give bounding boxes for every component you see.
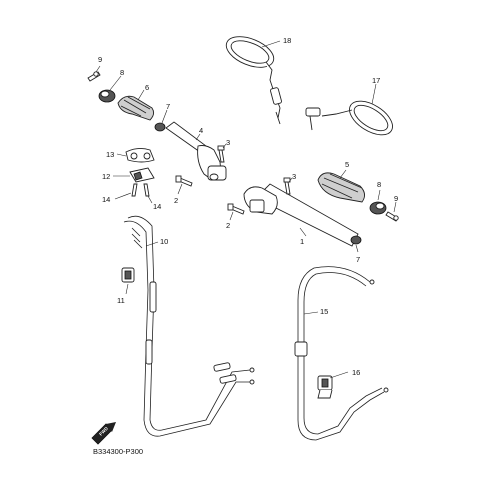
handlebar-right[interactable] [243,183,361,247]
leader-11 [125,283,129,295]
throttle-cable-10[interactable] [123,215,255,437]
bolt-3-left[interactable] [217,145,225,163]
collar-left[interactable] [154,122,166,132]
leader-17 [371,83,377,105]
callout-10: 10 [160,237,168,246]
grip-right[interactable] [317,172,365,203]
leader-8-left [109,75,122,91]
callout-11: 11 [117,296,125,305]
leader-2-right [229,211,234,221]
bolt-2-left[interactable] [175,175,193,187]
front-direction-arrow-icon: FWD [91,422,116,445]
mirror-right[interactable] [305,94,398,141]
callout-15: 15 [320,307,328,316]
callout-3-left: 3 [226,138,230,147]
leader-15 [303,311,319,315]
leader-3-left [222,143,227,149]
callout-3-right: 3 [292,172,296,181]
leader-14-left [114,192,132,200]
callout-12: 12 [102,172,110,181]
bolt-left-end[interactable] [87,71,101,82]
cable-guide-11[interactable] [121,267,135,283]
leader-10 [145,241,159,247]
holder-lower-12[interactable] [129,167,155,183]
leader-8-right [377,189,381,201]
leader-2-left [177,183,183,195]
callout-17: 17 [372,76,380,85]
leader-7-left [161,109,168,124]
leader-5 [339,169,347,179]
bolt-2-right[interactable] [227,203,245,215]
callout-2-left: 2 [174,196,178,205]
leader-9-left [95,65,101,73]
callout-8-left: 8 [120,68,124,77]
callout-4: 4 [199,126,203,135]
bar-end-weight-right[interactable] [369,201,387,215]
callout-1: 1 [300,237,304,246]
screws-14[interactable] [131,183,150,197]
callout-9-left: 9 [98,55,102,64]
callout-9-right: 9 [394,194,398,203]
catalog-code: B334300-P300 [93,447,144,456]
leader-9-right [393,201,397,213]
leader-3-right [288,177,293,183]
collar-right[interactable] [350,235,362,245]
leader-7-right [355,244,359,253]
leader-16 [329,371,349,379]
leader-4 [195,133,201,141]
callout-7-right: 7 [356,255,360,264]
front-marker-label: FWD [98,425,109,436]
leader-14-right [147,195,153,204]
bolt-3-right[interactable] [283,177,291,195]
callout-13: 13 [106,150,114,159]
clutch-cable-15[interactable] [294,266,389,441]
leader-6 [137,89,145,101]
mirror-left[interactable] [222,31,282,125]
grip-left[interactable] [117,95,155,121]
holder-upper-13[interactable] [125,147,155,163]
bar-end-weight-left[interactable] [98,89,116,103]
callout-8-right: 8 [377,180,381,189]
callout-6: 6 [145,83,149,92]
cable-holder-16[interactable] [317,375,333,399]
handlebar-left[interactable] [165,121,227,181]
bolt-right-end[interactable] [385,211,399,222]
leader-13 [116,153,127,157]
callout-2-right: 2 [226,221,230,230]
callout-7-left: 7 [166,102,170,111]
callout-14-left: 14 [102,195,110,204]
callout-16: 16 [352,368,360,377]
leader-1 [299,227,307,237]
callout-14-right: 14 [153,202,161,211]
leader-18 [261,40,281,48]
callout-5: 5 [345,160,349,169]
callout-18: 18 [283,36,291,45]
